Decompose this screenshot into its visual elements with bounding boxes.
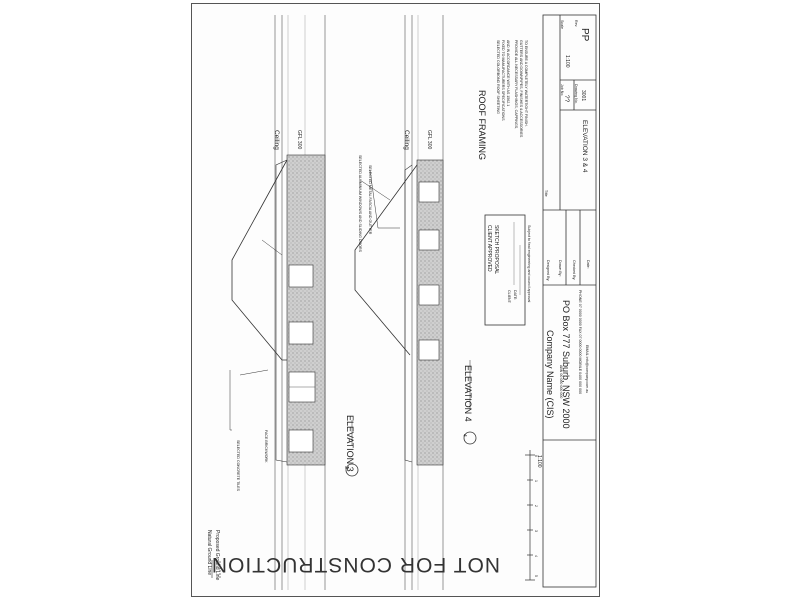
- elevation-4-number: 4: [461, 434, 467, 437]
- client-label: CLIENT:: [507, 290, 511, 304]
- elevation-3-building: [229, 154, 326, 466]
- elevation-3-window: [288, 321, 314, 345]
- elevation-3-number: 3: [343, 466, 349, 469]
- elevation-3-title: ELEVATION 3: [345, 415, 355, 472]
- elevation-4-note-fascia: SELECTED METAL FASCIA AND GUTTER: [368, 165, 372, 235]
- elevation-4-roof: [354, 164, 418, 356]
- elevation-4-note-windows: SELECTED ALUMINIUM WINDOWS AND SLIDING D…: [358, 155, 362, 253]
- roof-framing-line: FIXED TO MANUFACTURERS SPECIFICATIONS: [501, 40, 505, 121]
- date-field-label: Date:: [586, 260, 590, 269]
- date-label: DATE:: [513, 290, 517, 301]
- scale-bar: [525, 450, 535, 581]
- legend-natural-ground-line: Natural Ground Line: [206, 530, 212, 576]
- roof-framing-line: TO ENSURE A COMPLETELY WATERTIGHT FINISH…: [524, 40, 528, 127]
- not-for-construction-watermark: NOT FOR CONSTRUCTION: [210, 553, 500, 576]
- company-email: EMAIL info@company.com.au: [585, 345, 589, 394]
- client-approval-box: [484, 214, 526, 326]
- rev-value: PP: [579, 28, 590, 42]
- checked-by-label: Checked By:: [572, 260, 576, 281]
- elevation-4-building: [354, 159, 444, 466]
- elevation-4-title: ELEVATION 4: [463, 365, 473, 422]
- company-contact: PHONE 07 0000 0000 FAX 07 0000 0000 MOBI…: [578, 290, 582, 395]
- scale-number: 5: [534, 575, 538, 577]
- scale-number: 1: [534, 480, 538, 482]
- drawing-no-label: Drawing No.: [574, 84, 578, 104]
- elevation-4-marker: [463, 431, 477, 445]
- scale-number: 0: [534, 455, 538, 457]
- elevation-4-level-label: GFL 300: [426, 130, 432, 150]
- scale-number: 2: [534, 505, 538, 507]
- client-approval-footnote: Subject to final engineering and council…: [527, 225, 531, 303]
- elevation-3-marker: [345, 463, 359, 477]
- elevation-3-roof: [231, 159, 288, 361]
- scale-number: 3: [534, 530, 538, 532]
- elevation-4-wall: [416, 159, 444, 466]
- drawing-no-value: 3001: [580, 90, 586, 102]
- client-approved-subtitle: SKETCH PROPOSAL: [493, 225, 499, 275]
- scale-value: 1:100: [564, 55, 570, 68]
- scale-number: 4: [534, 555, 538, 557]
- title-value: ELEVATION 3 & 4: [581, 120, 588, 173]
- roof-framing-line: AND IN ACCORDANCE WITH AS 1562.1: [506, 40, 510, 107]
- company-address: PO Box 777 Suburb, NSW 2000: [561, 300, 571, 429]
- title-block-frame: [542, 14, 597, 588]
- roof-framing-title: ROOF FRAMING: [477, 90, 487, 160]
- elevation-3-note-tiles: SELECTED CONCRETE TILES: [236, 440, 240, 492]
- drawn-by-label: Drawn By:: [558, 260, 562, 277]
- company-name: Company Name (CIS): [545, 330, 555, 419]
- roof-framing-line: GUTTERS AND DOWNPIPES, FINISHES & ACCESS…: [519, 40, 523, 138]
- roof-framing-line: SELECTED COLORBOND ROOF SHEETING: [496, 40, 500, 114]
- client-approved-title: CLIENT APPROVED: [486, 225, 492, 272]
- elevation-4-ceiling-label: Ceiling: [403, 130, 410, 150]
- drawing-sheet: [191, 3, 600, 597]
- elevation-3-level-label: GFL 300: [296, 130, 302, 150]
- legend-proposed-ground-line: Proposed Ground Line: [214, 530, 220, 581]
- roof-framing-line: PROVIDE ALL NECESSARY FLASHINGS, CAPPING…: [514, 40, 518, 130]
- rev-label: Rev.: [574, 20, 578, 28]
- scale-field-label: Scale: [560, 20, 564, 29]
- title-field-label: Title: [544, 190, 548, 197]
- elevation-3-note-brick: FACE BRICKWORK: [264, 430, 268, 463]
- designed-by-label: Designed By:: [546, 260, 550, 282]
- elevation-3-window: [288, 264, 314, 288]
- elevation-3-ceiling-label: Ceiling: [273, 130, 280, 150]
- job-no-value: ??: [563, 95, 570, 103]
- elevation-3-wall: [286, 154, 326, 466]
- elevation-3-window: [288, 429, 314, 453]
